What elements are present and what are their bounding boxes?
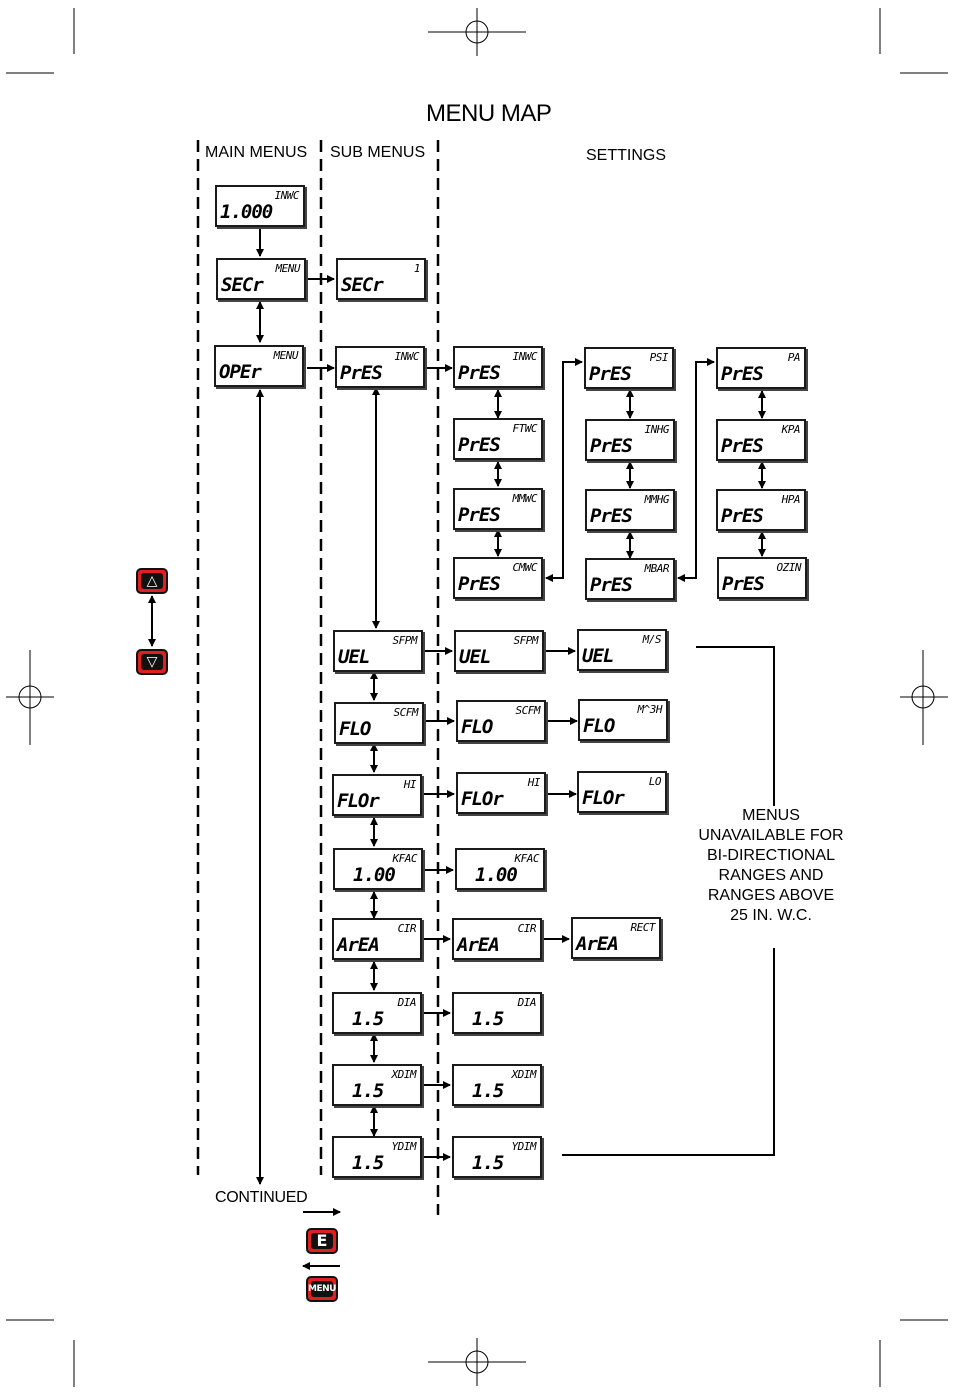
column-separators: [196, 140, 440, 1215]
crop-marks: [6, 8, 948, 1387]
column-header-sub: SUB MENUS: [330, 144, 426, 161]
column-header-settings: SETTINGS: [586, 147, 667, 164]
connectors: [148, 227, 775, 1270]
up-key-icon: △: [136, 568, 168, 594]
enter-key-icon: E: [306, 1228, 338, 1254]
bracket-bottom: [562, 948, 775, 1156]
menu-key-icon: MENU: [306, 1276, 338, 1302]
column-header-main: MAIN MENUS: [205, 144, 308, 161]
continued-label: CONTINUED: [215, 1189, 308, 1206]
arrow-mbar-pa: [677, 358, 715, 582]
down-key-icon: ▽: [136, 649, 168, 675]
unavailable-note: MENUS UNAVAILABLE FOR BI-DIRECTIONAL RAN…: [698, 807, 844, 924]
page-title: MENU MAP: [426, 100, 552, 127]
arrow-cmwc-psi: [545, 358, 583, 582]
bracket-top: [696, 646, 775, 806]
